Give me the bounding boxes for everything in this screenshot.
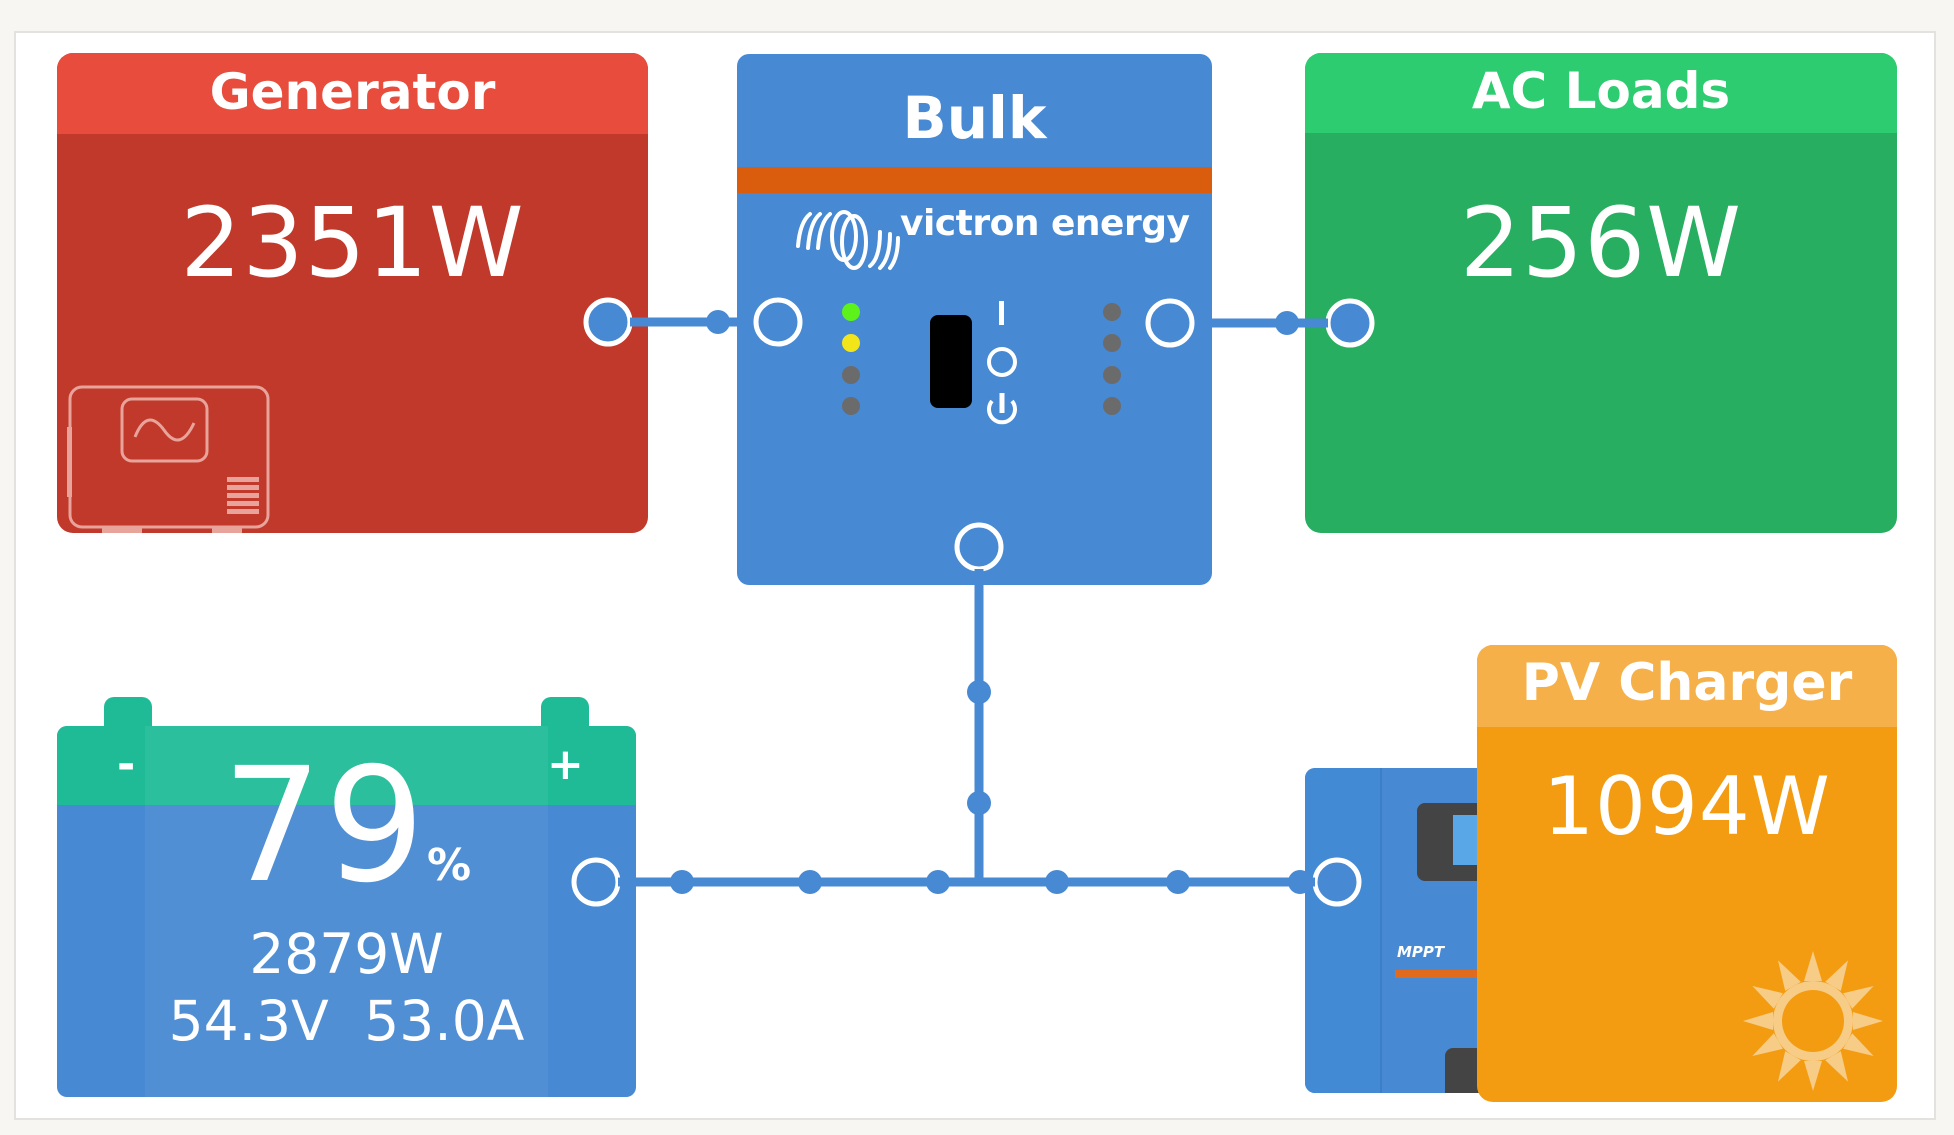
- acloads-connector: [1325, 298, 1375, 348]
- generator-connector: [583, 297, 633, 347]
- battery-positive-label: +: [547, 739, 584, 790]
- battery-power: 2879W: [249, 922, 444, 986]
- led-absorption: [842, 366, 860, 384]
- battery-positive-terminal: [541, 697, 589, 729]
- generator-icon: [67, 385, 270, 533]
- victron-brand-text: victron energy: [900, 203, 1190, 244]
- pv-charger-power: 1094W: [1543, 760, 1831, 853]
- victron-logo-icon: [796, 210, 900, 270]
- sun-ray: [1778, 1051, 1801, 1082]
- inverter-charger-tile[interactable]: Bulk victron energy: [737, 54, 1212, 585]
- sun-ray: [1804, 951, 1822, 981]
- sun-ray: [1825, 960, 1848, 991]
- generator-power: 2351W: [180, 187, 525, 299]
- flow-dot: [926, 870, 950, 894]
- sun-icon: [1743, 951, 1883, 1091]
- sun-ray: [1804, 1061, 1822, 1091]
- flow-dot: [706, 310, 730, 334]
- inverter-stripe: [737, 167, 1212, 193]
- ac-loads-power: 256W: [1459, 187, 1743, 299]
- flow-dot: [798, 870, 822, 894]
- battery-negative-label: -: [117, 739, 136, 790]
- sun-ray: [1778, 960, 1801, 991]
- led-low-battery: [1103, 366, 1121, 384]
- sun-ray: [1743, 1012, 1773, 1030]
- battery-soc-unit: %: [426, 840, 472, 891]
- led-inverter-on: [1103, 303, 1121, 321]
- sun-ray: [1752, 1033, 1783, 1056]
- battery-soc: 79%: [57, 746, 636, 906]
- ac-loads-title: AC Loads: [1305, 53, 1897, 133]
- generator-tile[interactable]: Generator 2351W: [57, 53, 648, 533]
- battery-negative-terminal: [104, 697, 152, 729]
- mode-switch[interactable]: [930, 315, 972, 408]
- led-overload: [1103, 334, 1121, 352]
- battery-current: 53.0A: [364, 989, 525, 1053]
- inverter-ac-out-connector: [1145, 298, 1195, 348]
- battery-connector: [571, 857, 621, 907]
- led-mains-on: [842, 303, 860, 321]
- flow-dot: [967, 791, 991, 815]
- led-temperature: [1103, 397, 1121, 415]
- battery-top: [57, 726, 636, 805]
- flow-dot: [1166, 870, 1190, 894]
- flow-dot: [1045, 870, 1069, 894]
- flow-dots: [670, 310, 1312, 894]
- pv-connector: [1312, 857, 1362, 907]
- flow-dot: [967, 680, 991, 704]
- battery-soc-value: 79: [221, 734, 427, 918]
- generator-title: Generator: [57, 53, 648, 134]
- mppt-stripe: [1395, 970, 1505, 978]
- flow-dot: [1275, 311, 1299, 335]
- inverter-state: Bulk: [902, 84, 1047, 152]
- mppt-side: [1305, 768, 1382, 1093]
- led-bulk: [842, 334, 860, 352]
- switch-labels-icon: [987, 301, 1017, 425]
- battery-voltage: 54.3V: [168, 989, 329, 1053]
- battery-panel: [145, 726, 548, 1097]
- sun-ray: [1752, 986, 1783, 1009]
- ac-loads-tile[interactable]: AC Loads 256W: [1305, 53, 1897, 533]
- sun-ray: [1853, 1012, 1883, 1030]
- sun-ray: [1825, 1051, 1848, 1082]
- led-float: [842, 397, 860, 415]
- sun-ray: [1843, 1033, 1874, 1056]
- pv-charger-title: PV Charger: [1477, 645, 1897, 727]
- battery-tile[interactable]: - + 79% 2879W 54.3V 53.0A: [57, 697, 636, 1097]
- sun-ray: [1843, 986, 1874, 1009]
- battery-voltage-current: 54.3V 53.0A: [57, 991, 636, 1051]
- inverter-ac-in-connector: [753, 297, 803, 347]
- flow-dot: [670, 870, 694, 894]
- mppt-label: MPPT: [1397, 943, 1445, 961]
- pv-charger-tile[interactable]: PV Charger 1094W: [1477, 645, 1897, 1102]
- mppt-device-image: MPPT: [1305, 768, 1507, 1093]
